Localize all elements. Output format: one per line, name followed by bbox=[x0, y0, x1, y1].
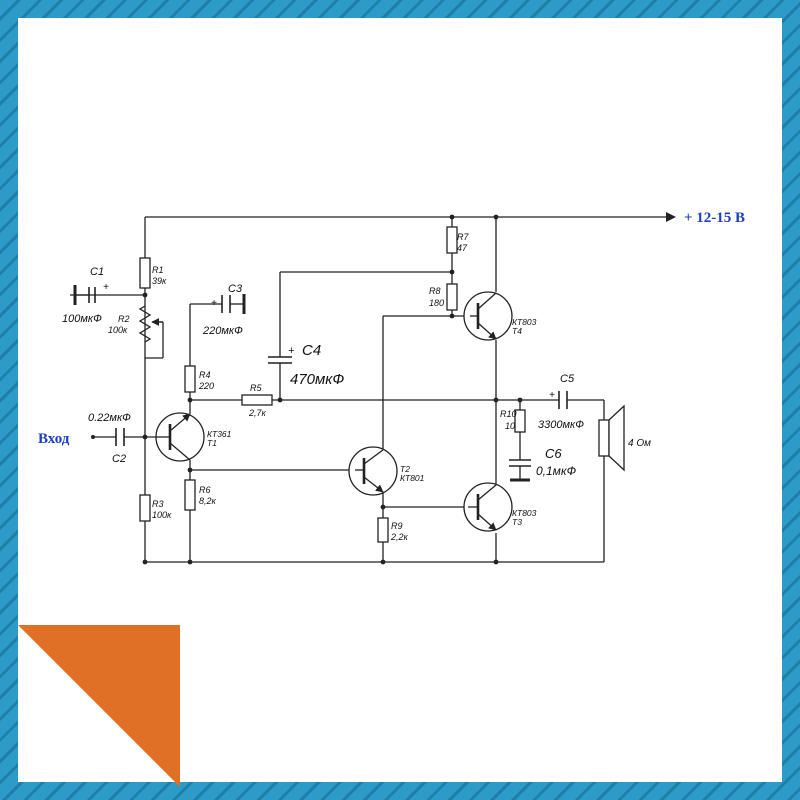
svg-text:R9: R9 bbox=[391, 521, 403, 531]
potentiometer-r2: R2 100к bbox=[108, 305, 163, 343]
orange-corner-triangle bbox=[18, 625, 180, 787]
svg-text:C4: C4 bbox=[302, 342, 321, 359]
svg-text:+: + bbox=[288, 345, 295, 357]
svg-text:КТ801: КТ801 bbox=[400, 473, 425, 483]
svg-text:C6: C6 bbox=[545, 446, 562, 461]
svg-text:2,7к: 2,7к bbox=[248, 408, 267, 418]
svg-text:R3: R3 bbox=[152, 499, 164, 509]
svg-text:47: 47 bbox=[457, 243, 468, 253]
svg-text:220мкФ: 220мкФ bbox=[202, 325, 243, 337]
capacitor-c2: 0.22мкФ C2 bbox=[88, 412, 131, 465]
svg-text:+: + bbox=[211, 298, 217, 309]
svg-text:2,2к: 2,2к bbox=[390, 532, 409, 542]
svg-text:100к: 100к bbox=[108, 325, 128, 335]
capacitor-c5: C5 + 3300мкФ bbox=[538, 373, 584, 431]
svg-text:T1: T1 bbox=[207, 438, 217, 448]
svg-text:R1: R1 bbox=[152, 265, 164, 275]
resistor-r8: R8 180 bbox=[429, 283, 458, 311]
svg-text:T2: T2 bbox=[400, 464, 410, 474]
svg-text:КТ803: КТ803 bbox=[512, 317, 537, 327]
resistor-r4: R4 220 bbox=[184, 365, 214, 393]
svg-text:4 Ом: 4 Ом bbox=[628, 438, 651, 449]
svg-text:КТ361: КТ361 bbox=[207, 429, 232, 439]
svg-text:+: + bbox=[103, 282, 109, 293]
transistor-t3: КТ803 T3 bbox=[463, 482, 537, 532]
svg-text:КТ803: КТ803 bbox=[512, 508, 537, 518]
speaker: 4 Ом bbox=[598, 404, 651, 472]
svg-text:R5: R5 bbox=[250, 383, 262, 393]
transistor-t1: КТ361 T1 bbox=[155, 411, 232, 463]
svg-text:8,2к: 8,2к bbox=[199, 496, 217, 506]
svg-text:C1: C1 bbox=[90, 266, 104, 278]
svg-text:R8: R8 bbox=[429, 286, 441, 296]
resistor-r1: R1 39к bbox=[139, 257, 167, 289]
svg-text:180: 180 bbox=[429, 298, 444, 308]
resistor-r3: R3 100к bbox=[139, 494, 172, 522]
svg-text:100мкФ: 100мкФ bbox=[62, 313, 102, 325]
capacitor-c3: C3 + 220мкФ bbox=[202, 283, 246, 337]
resistor-r5: R5 2,7к bbox=[241, 383, 273, 418]
supply-terminal: + 12-15 В bbox=[666, 210, 745, 226]
svg-text:T3: T3 bbox=[512, 517, 522, 527]
svg-text:R4: R4 bbox=[199, 370, 211, 380]
svg-text:C5: C5 bbox=[560, 373, 575, 385]
svg-text:39к: 39к bbox=[152, 276, 167, 286]
svg-text:R2: R2 bbox=[118, 314, 130, 324]
svg-text:100к: 100к bbox=[152, 510, 172, 520]
capacitor-c6: C6 0,1мкФ bbox=[509, 446, 577, 482]
svg-text:T4: T4 bbox=[512, 326, 522, 336]
input-label: Вход bbox=[38, 431, 70, 447]
resistor-r10: R10 10 bbox=[500, 409, 526, 433]
svg-text:0,1мкФ: 0,1мкФ bbox=[536, 464, 577, 478]
resistor-r6: R6 8,2к bbox=[184, 479, 217, 511]
resistor-r9: R9 2,2к bbox=[377, 517, 409, 543]
svg-text:3300мкФ: 3300мкФ bbox=[538, 419, 584, 431]
capacitor-c1: C1 + 100мкФ bbox=[62, 266, 109, 325]
svg-text:+: + bbox=[549, 390, 555, 401]
svg-text:C2: C2 bbox=[112, 453, 126, 465]
supply-label: + 12-15 В bbox=[684, 210, 745, 226]
svg-text:470мкФ: 470мкФ bbox=[290, 371, 344, 388]
transistor-t4: КТ803 T4 bbox=[463, 291, 537, 341]
svg-text:C3: C3 bbox=[228, 283, 243, 295]
svg-text:R10: R10 bbox=[500, 409, 517, 419]
svg-text:R6: R6 bbox=[199, 485, 211, 495]
svg-text:220: 220 bbox=[198, 381, 214, 391]
svg-text:0.22мкФ: 0.22мкФ bbox=[88, 412, 131, 424]
svg-text:10: 10 bbox=[505, 421, 515, 431]
junction-dots bbox=[91, 214, 523, 565]
transistor-t2: T2 КТ801 bbox=[348, 446, 425, 496]
resistor-r7: R7 47 bbox=[446, 226, 469, 254]
capacitor-c4: + C4 470мкФ bbox=[268, 342, 344, 388]
svg-text:R7: R7 bbox=[457, 232, 469, 242]
